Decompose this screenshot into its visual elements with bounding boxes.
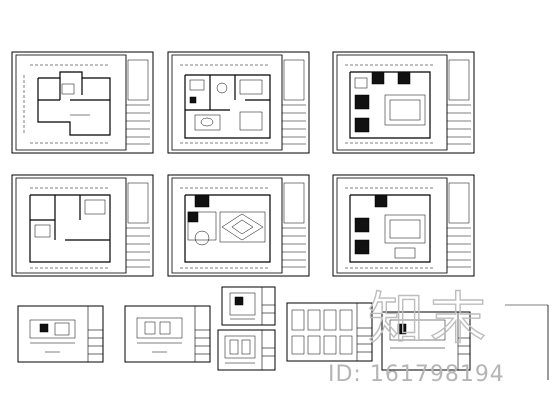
watermark-logo-text: 知末 — [368, 287, 492, 350]
sheet-elevation-c[interactable] — [381, 311, 471, 371]
sheet-floor-finish-plan[interactable] — [167, 174, 310, 277]
sheet-lighting-plan[interactable] — [332, 174, 475, 277]
sheet-elevation-a[interactable] — [17, 305, 104, 363]
sheet-floor-plan-original[interactable] — [11, 51, 154, 154]
sheet-detail-small-bottom[interactable] — [217, 329, 276, 371]
sheet-floor-plan-furnished[interactable] — [167, 51, 310, 154]
sheet-ceiling-plan[interactable] — [332, 51, 475, 154]
watermark-id: ID: 161798194 — [328, 362, 505, 387]
sheet-detail-small-top[interactable] — [221, 286, 276, 326]
sheet-elevation-b[interactable] — [124, 305, 211, 363]
watermark-logo: 知末 — [367, 286, 492, 350]
sheet-wall-demolition-plan[interactable] — [11, 174, 154, 277]
sheet-elevation-set[interactable] — [286, 302, 373, 362]
